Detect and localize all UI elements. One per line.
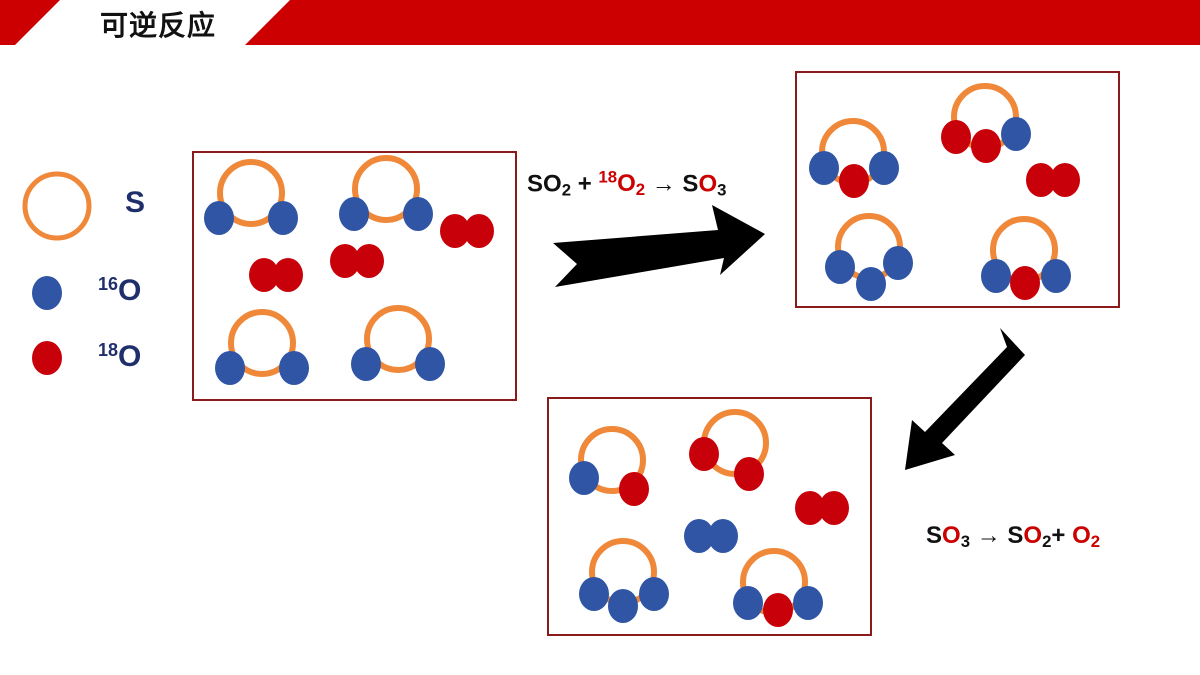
forward-arrow: [553, 205, 765, 287]
o2-18-molecule: [249, 258, 303, 292]
so2-molecule: [339, 158, 433, 231]
header-decoration: [15, 0, 290, 45]
so3-molecule: [981, 216, 1071, 300]
product-box: [795, 71, 1120, 308]
reactant-box: [192, 151, 517, 401]
so3-molecule: [825, 213, 913, 301]
o16-legend-label: 16O: [98, 274, 142, 307]
so2-molecule: [204, 162, 298, 235]
o2-18-molecule: [795, 491, 849, 525]
o18-legend-icon: [32, 341, 62, 375]
forward-equation: SO2 + 18O2 → SO3: [527, 168, 727, 200]
so2-molecule: [569, 426, 649, 506]
so3-molecule: [733, 548, 823, 627]
equilibrium-box: [547, 397, 872, 636]
reverse-equation: SO3 → SO2+ O2: [926, 522, 1101, 552]
o16-legend-icon: [32, 276, 62, 310]
reverse-arrow: [905, 328, 1025, 470]
so2-molecule: [215, 312, 309, 385]
o2-16-molecule: [684, 519, 738, 553]
page-title: 可逆反应: [100, 9, 217, 42]
o2-18-molecule: [440, 214, 494, 248]
so2-molecule: [351, 308, 445, 381]
o2-18-molecule: [1026, 163, 1080, 197]
so3-molecule: [579, 538, 669, 623]
o2-18-molecule: [330, 244, 384, 278]
so3-molecule: [809, 118, 899, 198]
sulfur-legend-icon: [22, 171, 92, 241]
sulfur-legend-label: S: [125, 186, 146, 219]
so3-molecule: [941, 83, 1031, 163]
so2-molecule: [689, 409, 769, 491]
o18-legend-label: 18O: [98, 340, 142, 373]
